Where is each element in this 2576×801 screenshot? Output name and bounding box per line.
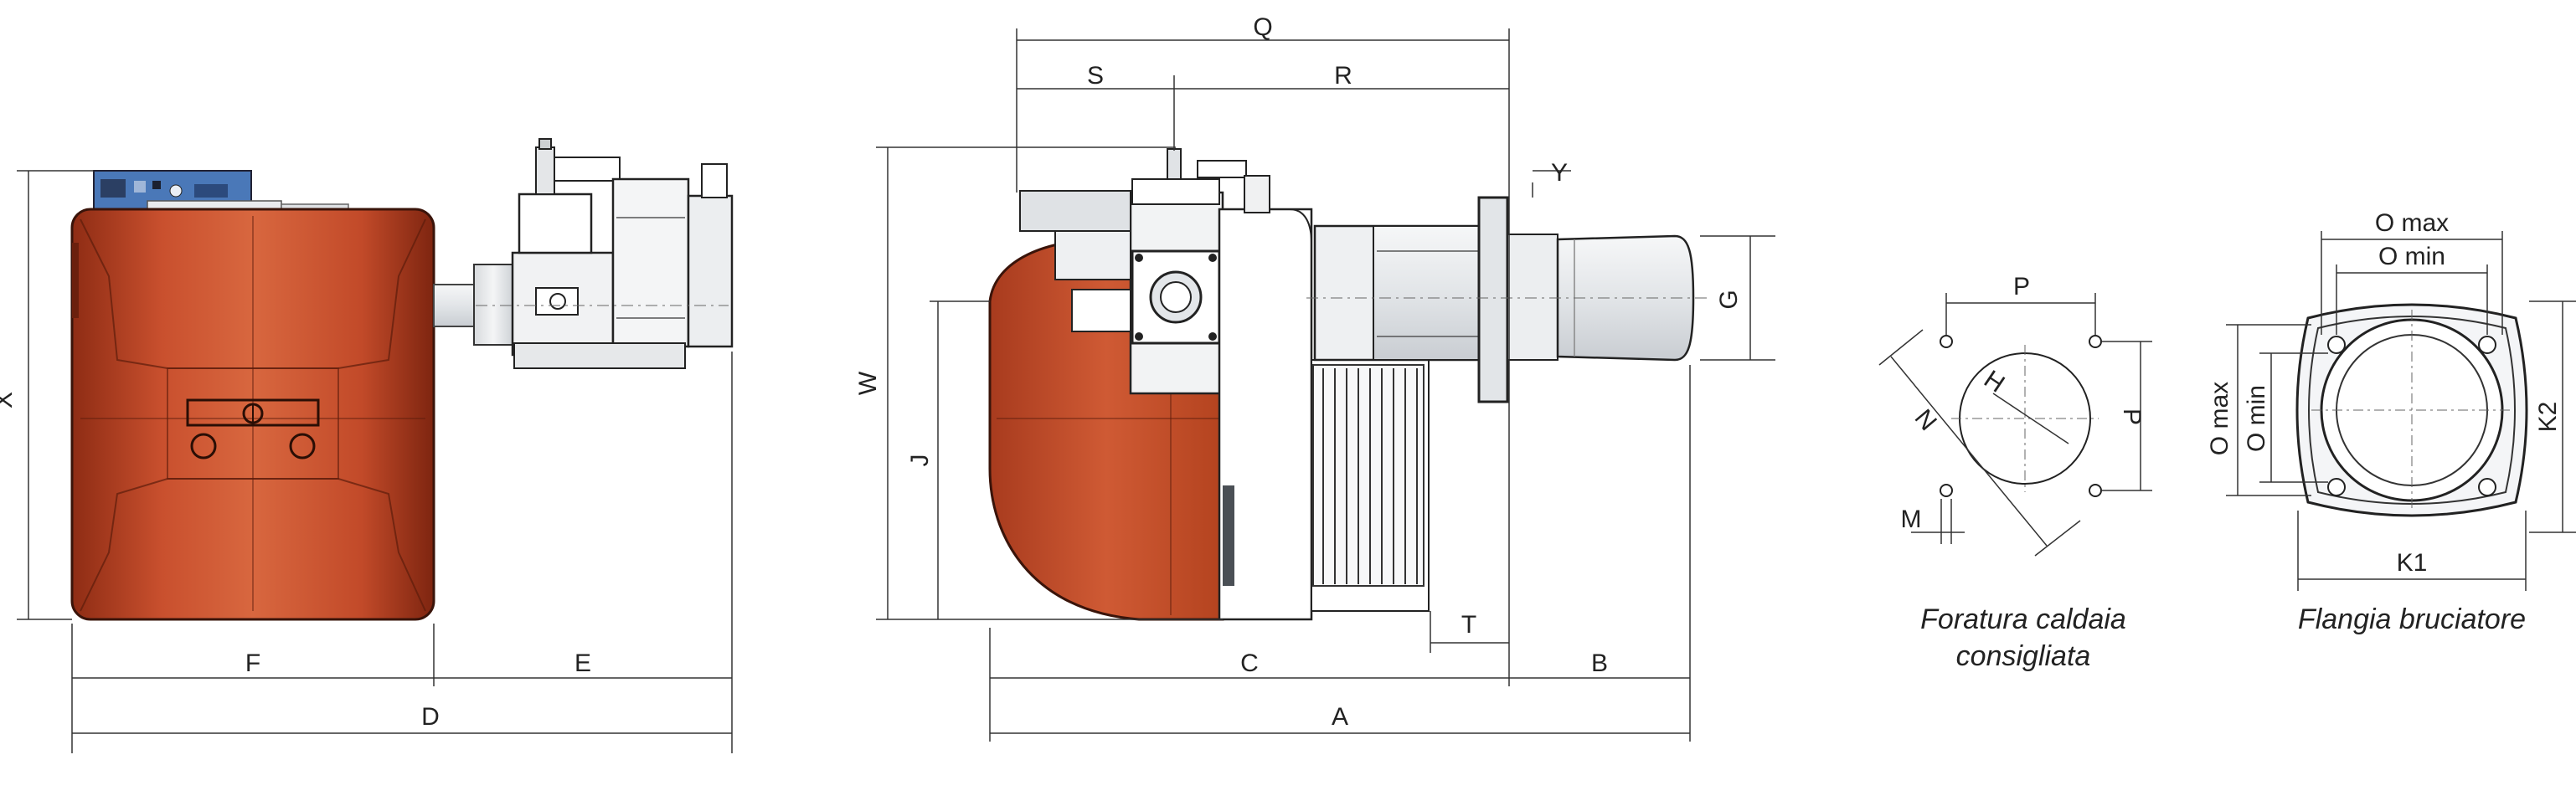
dim-label-p-top: P [2013,273,2030,300]
dim-label-n: N [1909,404,1942,436]
dim-label-b: B [1591,650,1608,677]
control-box [93,170,349,215]
dim-label-g: G [1715,290,1743,309]
side-view: Q S R Y G W J T C B A [854,13,1775,742]
dim-label-o-min-top: O min [2378,243,2445,270]
dim-label-x: X [0,392,18,408]
dim-label-o-min-side: O min [2243,385,2270,452]
caption-line: Flangia bruciatore [2297,603,2527,635]
dim-label-j: J [906,454,934,467]
blast-tube-side [1306,196,1708,403]
burner-housing-top [70,208,435,621]
dim-label-r: R [1334,62,1352,90]
caption-line-1: Foratura caldaia [1920,603,2126,635]
dim-label-y: Y [1551,159,1568,187]
drilling-holes [1940,335,2102,497]
burner-flange-caption: Flangia bruciatore [2261,601,2563,638]
flange-dimensions [2226,231,2576,591]
boiler-drilling-caption: Foratura caldaia consigliata [1873,601,2174,675]
dim-label-k2: K2 [2534,402,2562,433]
dim-label-m: M [1901,506,1922,533]
flange-bolt-holes [2327,336,2496,496]
dim-label-o-max-side: O max [2206,382,2233,455]
dim-label-e: E [574,650,591,677]
side-view-dimensions [876,28,1775,742]
dim-label-k1: K1 [2397,549,2428,577]
dim-label-p-side: P [2118,408,2146,425]
air-intake-grill [1312,364,1425,587]
dim-label-s: S [1087,62,1104,90]
dim-label-o-max-top: O max [2375,209,2449,237]
dim-label-f: F [245,650,260,677]
top-view-dimensions [17,170,733,753]
top-view: X F E D [0,138,734,753]
boiler-drilling-view: P P H N M [1878,273,2152,557]
dim-label-t: T [1461,611,1476,639]
dim-label-a: A [1332,703,1348,731]
dim-label-q: Q [1253,13,1272,41]
drilling-dimensions [1878,293,2152,557]
caption-line-2: consigliata [1955,640,2091,672]
dim-label-c: C [1240,650,1259,677]
dim-label-d: D [421,703,440,731]
gas-train-top [433,138,734,369]
dim-label-w: W [854,371,882,395]
burner-flange-view: O max O min O max O min K1 K2 [2206,209,2576,591]
